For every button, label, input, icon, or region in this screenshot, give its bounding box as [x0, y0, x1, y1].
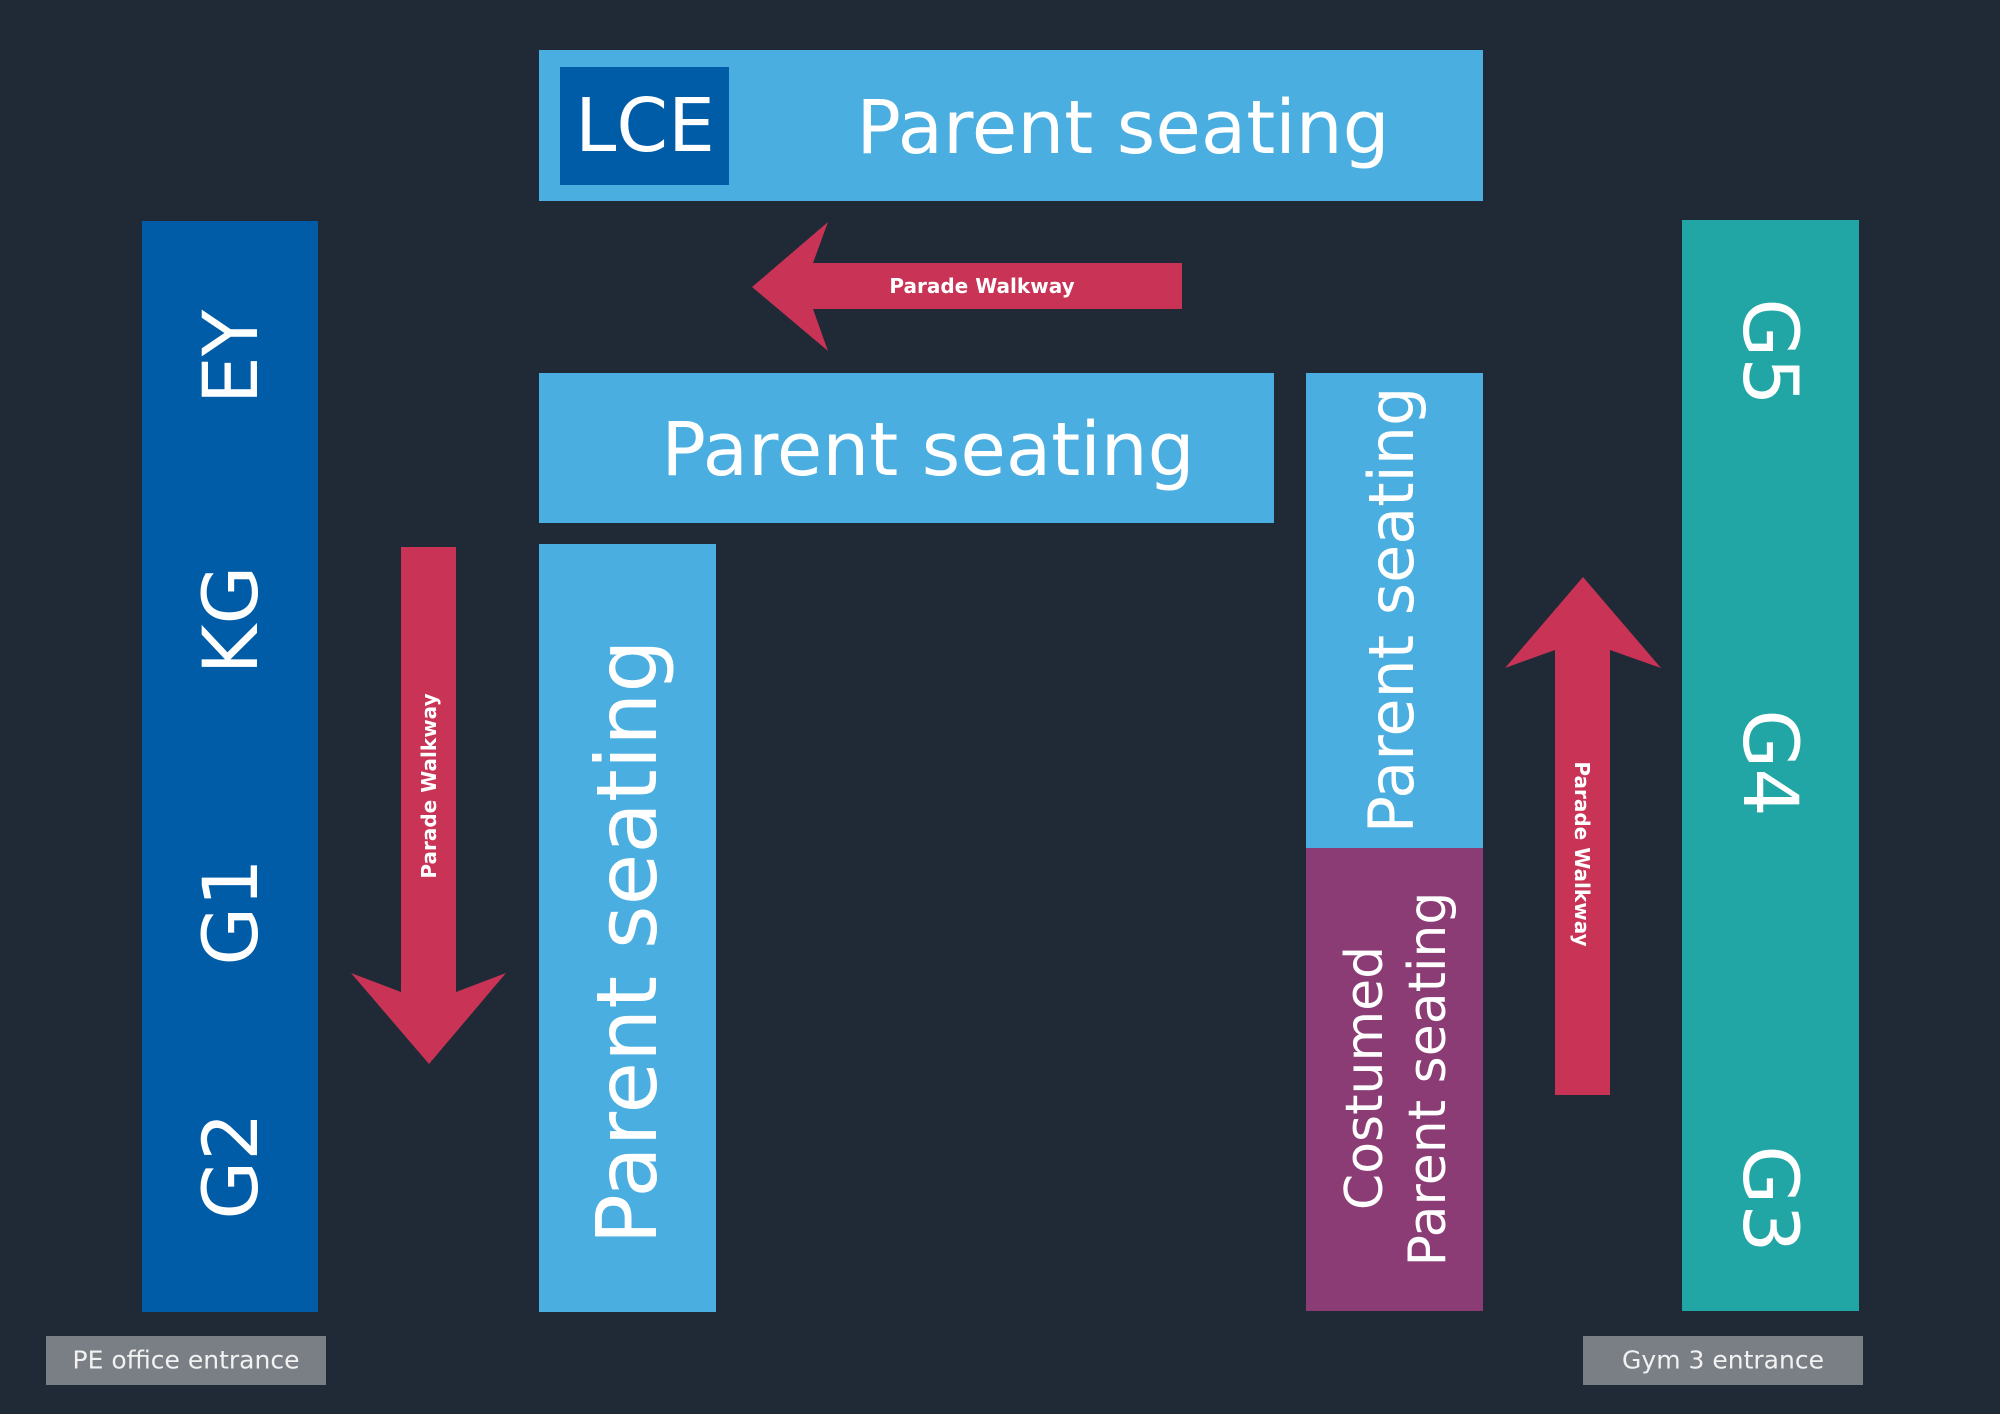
left-grade-column [142, 221, 318, 1312]
middle-parent-seating [539, 373, 1274, 523]
walkway-label-right: Parade Walkway [1570, 761, 1594, 947]
right-grade-column [1682, 220, 1859, 1311]
pe-office-entrance-label: PE office entrance [72, 1345, 300, 1375]
walkway-arrow-right-icon [1505, 577, 1661, 1095]
middle-parent-seating-label: Parent seating [661, 407, 1195, 493]
right-parent-seating [1306, 373, 1483, 848]
lce-logo: LCE [575, 83, 715, 169]
walkway-arrow-left-icon [351, 547, 506, 1064]
pe-office-entrance [46, 1336, 326, 1385]
top-parent-seating-label: Parent seating [856, 85, 1390, 171]
gym3-entrance-label: Gym 3 entrance [1622, 1345, 1824, 1375]
walkway-label-top: Parade Walkway [889, 274, 1075, 298]
walkway-label-left: Parade Walkway [417, 693, 441, 879]
gym3-entrance [1583, 1336, 1863, 1385]
walkway-arrow-top-icon [752, 222, 1182, 351]
costumed-parent-seating [1306, 848, 1483, 1311]
lce-logo-box [560, 67, 729, 185]
left-parent-seating [539, 544, 716, 1312]
